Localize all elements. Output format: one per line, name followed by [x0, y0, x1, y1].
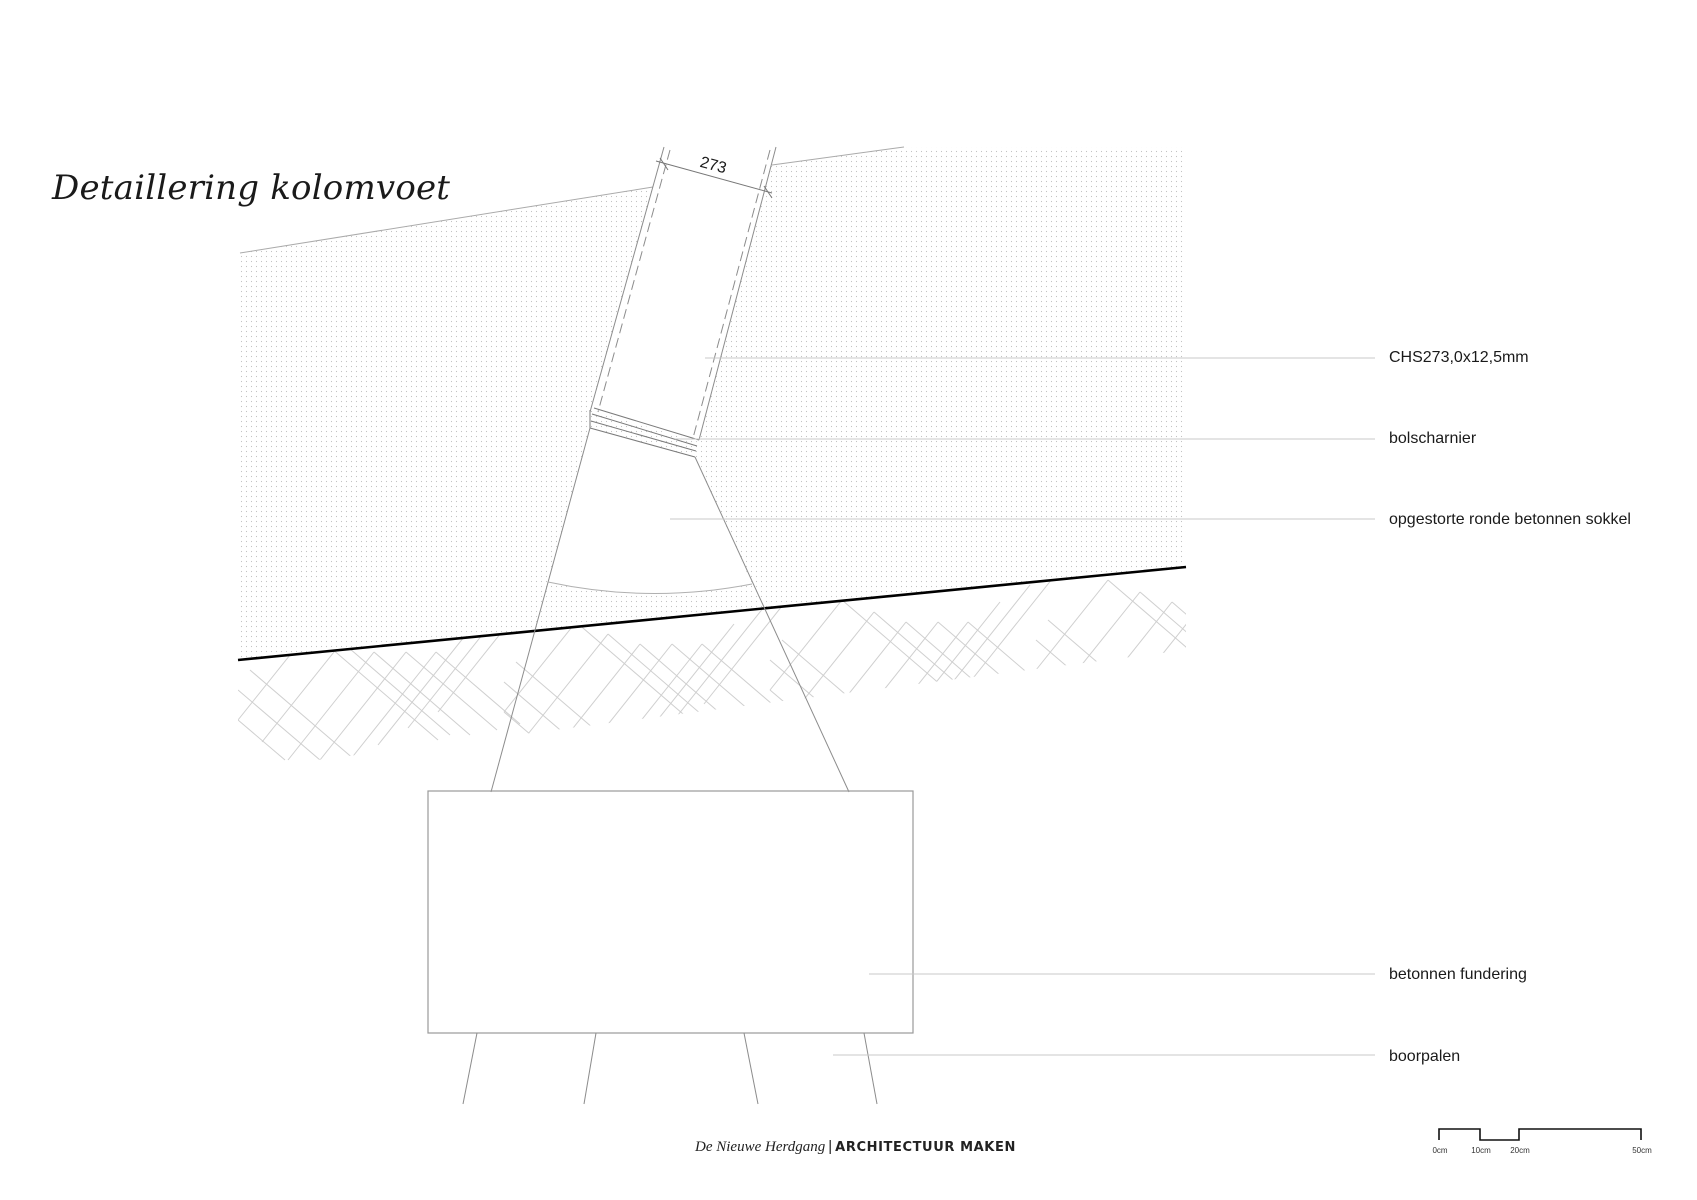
page-title: Detaillering kolomvoet	[52, 168, 451, 208]
scale-tick-50: 50cm	[1632, 1146, 1652, 1155]
ball-hinge	[589, 407, 700, 458]
scale-tick-20: 20cm	[1510, 1146, 1530, 1155]
concrete-foundation	[427, 790, 914, 1034]
backfill-dot-pattern	[238, 147, 1186, 660]
label-plinth: opgestorte ronde betonnen sokkel	[1389, 511, 1631, 528]
label-chs-tube: CHS273,0x12,5mm	[1389, 349, 1529, 366]
scale-tick-0: 0cm	[1432, 1146, 1448, 1155]
bored-piles	[462, 1032, 878, 1105]
label-piles: boorpalen	[1389, 1048, 1461, 1065]
ground-level-line	[237, 565, 1187, 662]
backfill-top-right-edge	[771, 146, 905, 166]
concrete-plinth	[490, 427, 850, 793]
backfill-top-left-edge	[239, 186, 654, 254]
label-ball-hinge: bolscharnier	[1389, 430, 1477, 447]
scale-bar	[1438, 1128, 1642, 1141]
footer-brand: ARCHITECTUUR MAKEN	[835, 1140, 1016, 1155]
scale-tick-10: 10cm	[1471, 1146, 1491, 1155]
footer: De Nieuwe Herdgang|ARCHITECTUUR MAKEN	[695, 1138, 1016, 1156]
dimension-line	[655, 157, 773, 199]
soil-hatch	[238, 567, 1186, 761]
footer-separator: |	[828, 1138, 833, 1155]
column-chs	[589, 146, 777, 441]
label-foundation: betonnen fundering	[1389, 966, 1527, 983]
leader-lines	[670, 357, 1375, 1056]
dimension-value: 273	[698, 154, 728, 177]
footer-project: De Nieuwe Herdgang	[695, 1139, 826, 1155]
